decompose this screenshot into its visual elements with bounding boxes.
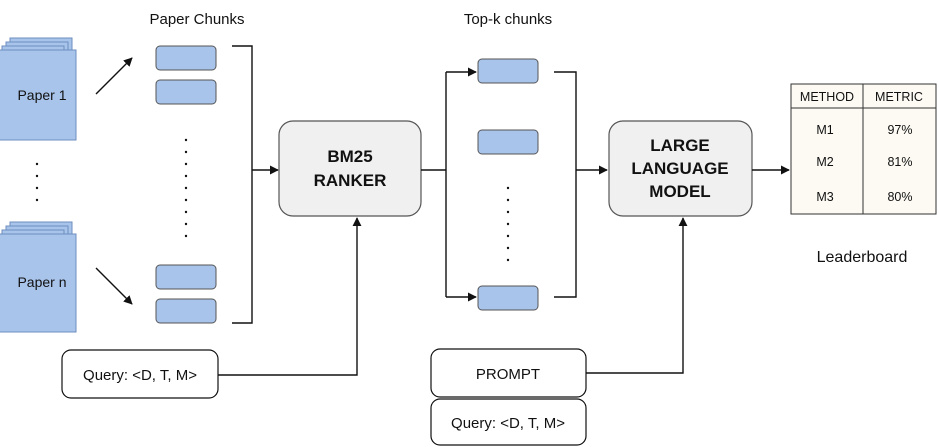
leaderboard-table: METHOD METRIC M1 97% M2 81% M3 80% <box>790 83 937 215</box>
llm-title-line1: LARGE <box>650 136 710 155</box>
llm-box: LARGE LANGUAGE MODEL <box>608 120 753 217</box>
paper-1-label: Paper 1 <box>17 87 66 103</box>
llm-title-line3: MODEL <box>649 182 710 201</box>
paper-chunks-label: Paper Chunks <box>149 11 244 28</box>
topk-chunk <box>477 58 539 84</box>
prompt-to-llm-arrow <box>586 217 688 374</box>
topk-chunk <box>477 285 539 311</box>
table-cell-metric: 80% <box>887 190 912 204</box>
topk-chunk <box>477 129 539 155</box>
ranker-title-line1: BM25 <box>327 147 372 166</box>
table-cell-method: M2 <box>816 155 833 169</box>
paper-sheet-front <box>0 49 77 141</box>
paper-n-label: Paper n <box>17 274 66 290</box>
table-cell-method: M3 <box>816 190 833 204</box>
llm-title-line2: LANGUAGE <box>631 159 728 178</box>
paper1-to-chunks-arrow <box>95 57 133 95</box>
llm-query-box: Query: <D, T, M> <box>430 398 587 446</box>
table-cell-metric: 81% <box>887 155 912 169</box>
table-cell-method: M1 <box>816 123 833 137</box>
table-header-metric: METRIC <box>875 90 923 104</box>
chunk <box>155 298 217 324</box>
prompt-text: PROMPT <box>476 366 540 383</box>
topk-bracket <box>554 71 577 298</box>
paper-sheet-front <box>0 233 77 333</box>
query-to-ranker-arrow <box>218 217 362 376</box>
prompt-box: PROMPT <box>430 348 587 398</box>
paper-1-stack: Paper 1 <box>0 37 77 141</box>
chunks-ellipsis <box>184 138 188 238</box>
leaderboard-label: Leaderboard <box>817 249 908 266</box>
chunks-bracket <box>232 45 253 324</box>
ranker-query-box: Query: <D, T, M> <box>61 349 219 399</box>
chunk <box>155 264 217 290</box>
bm25-ranker-box: BM25 RANKER <box>278 120 422 217</box>
chunk <box>155 45 217 71</box>
llm-query-text: Query: <D, T, M> <box>451 415 565 432</box>
table-cell-metric: 97% <box>887 123 912 137</box>
ranker-title-line2: RANKER <box>314 171 387 190</box>
papers-ellipsis <box>35 162 39 202</box>
topk-ellipsis <box>506 186 510 262</box>
ranker-query-text: Query: <D, T, M> <box>83 367 197 384</box>
paper-n-stack: Paper n <box>0 221 77 333</box>
papern-to-chunks-arrow <box>95 267 133 305</box>
topk-chunks <box>477 58 539 311</box>
table-header-method: METHOD <box>800 90 854 104</box>
paper-chunks <box>155 45 217 324</box>
chunk <box>155 79 217 105</box>
topk-chunks-label: Top-k chunks <box>464 11 552 28</box>
